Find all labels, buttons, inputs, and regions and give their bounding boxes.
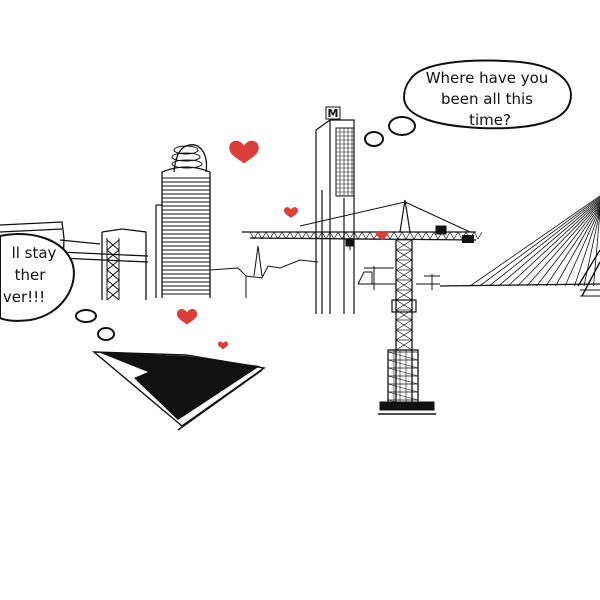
svg-text:Where have you: Where have you xyxy=(426,69,549,87)
svg-text:time?: time? xyxy=(469,111,511,129)
left-lattice-tower xyxy=(106,238,120,301)
right-bubble-dot-large xyxy=(388,116,416,136)
small-factory xyxy=(357,266,440,290)
right-speech-bubble: Where have you been all this time? xyxy=(364,59,572,147)
right-bubble-line-2: been all this xyxy=(441,90,533,108)
svg-text:ll stay: ll stay xyxy=(12,244,57,262)
right-bubble-line-3: time? xyxy=(469,111,511,129)
m-tower-letter: M xyxy=(328,107,339,120)
heart-icon xyxy=(283,207,299,218)
hearts xyxy=(176,140,388,350)
right-bubble-dot-small xyxy=(364,131,384,147)
left-bubble-line-1: ll stay xyxy=(12,244,57,262)
left-bubble-line-3: ver!!! xyxy=(3,288,45,306)
disc-tower xyxy=(155,144,211,298)
svg-text:ther: ther xyxy=(15,266,47,284)
m-tower xyxy=(315,119,355,314)
m-tower-window-grid xyxy=(336,128,354,196)
left-speech-bubble: ll stay ther ver!!! xyxy=(0,233,115,341)
heart-icon xyxy=(176,308,198,325)
crane-base-lattice xyxy=(387,350,419,409)
cable-stayed-bridge xyxy=(439,195,600,297)
heart-icon xyxy=(217,341,229,350)
m-tower-sign: M xyxy=(325,106,341,120)
bridge-cables xyxy=(469,195,600,297)
svg-text:been all this: been all this xyxy=(441,90,533,108)
crane-mast-lattice xyxy=(395,239,413,351)
disc-tower-bands xyxy=(162,177,210,295)
ground-lines xyxy=(209,245,319,298)
right-bubble-line-1: Where have you xyxy=(426,69,549,87)
heart-icon xyxy=(229,140,259,164)
heart-icon xyxy=(376,230,388,241)
tower-crane xyxy=(242,199,483,415)
left-bubble-dot-large xyxy=(75,309,97,323)
black-platform xyxy=(92,351,266,431)
left-bubble-line-2: ther xyxy=(15,266,47,284)
left-bubble-dot-small xyxy=(97,327,115,341)
svg-text:ver!!!: ver!!! xyxy=(3,288,45,306)
